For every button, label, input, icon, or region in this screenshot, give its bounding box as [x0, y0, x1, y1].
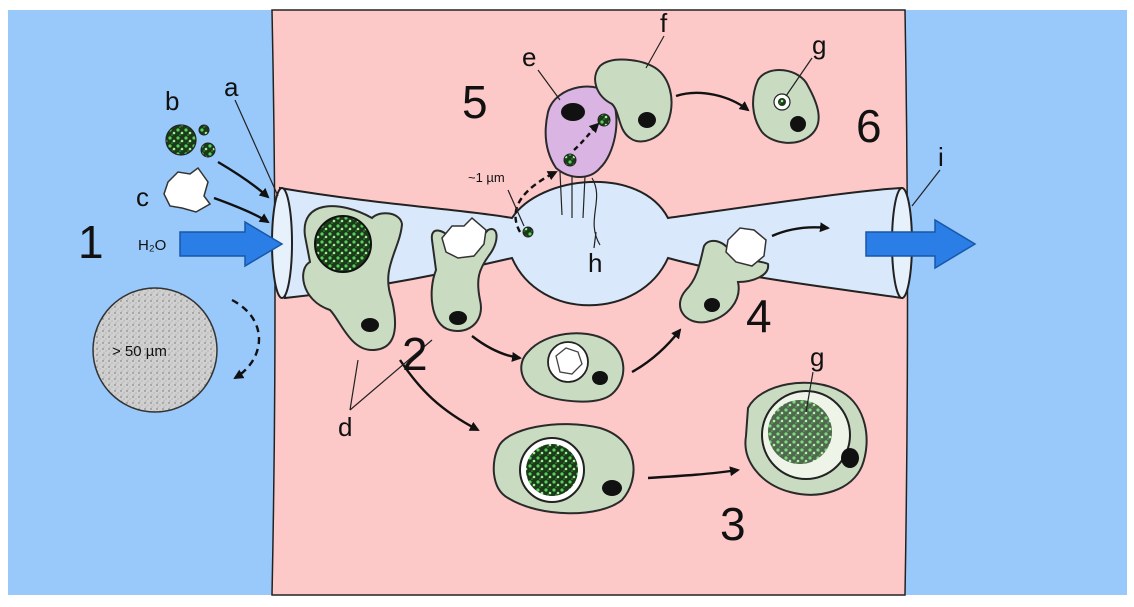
bacteria-cluster-small-1: [199, 125, 209, 135]
size-large-label: > 50 µm: [112, 343, 167, 360]
label-g-top: g: [812, 30, 826, 60]
cell-nucleus: [790, 116, 806, 132]
label-b: b: [165, 86, 179, 116]
cell-nucleus: [592, 371, 608, 385]
stage-number-5: 5: [462, 76, 488, 128]
algae-particle-in-canal: [315, 216, 371, 272]
digesting-algae: [768, 400, 832, 464]
cell-nucleus: [841, 448, 859, 468]
label-c: c: [136, 182, 149, 212]
cell-nucleus: [602, 480, 622, 496]
water-right-region: [902, 10, 1127, 595]
algae-in-vacuole: [526, 444, 578, 496]
stage-number-3: 3: [720, 498, 746, 550]
bacteria-cluster-large: [166, 125, 196, 155]
stage-number-6: 6: [856, 100, 882, 152]
cell-nucleus: [638, 112, 656, 128]
label-d: d: [338, 412, 352, 442]
cell-nucleus: [361, 318, 379, 332]
label-g-bottom: g: [810, 342, 824, 372]
size-small-label: ~1 µm: [468, 170, 505, 185]
cell-nucleus: [704, 298, 720, 312]
cell-nucleus: [449, 311, 467, 325]
label-f: f: [660, 8, 668, 38]
small-bacterium-canal: [523, 227, 533, 237]
label-h: h: [588, 248, 602, 278]
small-bacterium-transfer: [598, 114, 610, 126]
water-label: H₂O: [138, 237, 166, 254]
label-e: e: [522, 42, 536, 72]
stage-number-2: 2: [402, 328, 428, 380]
stage-number-1: 1: [78, 216, 104, 268]
label-i: i: [938, 142, 944, 172]
small-bacterium-in-cell: [564, 154, 576, 166]
stage-number-4: 4: [746, 290, 772, 342]
purple-cell-nucleus: [561, 103, 585, 121]
digesting-bacterium: [778, 98, 786, 106]
bacteria-cluster-small-2: [201, 143, 215, 157]
label-a: a: [224, 72, 239, 102]
